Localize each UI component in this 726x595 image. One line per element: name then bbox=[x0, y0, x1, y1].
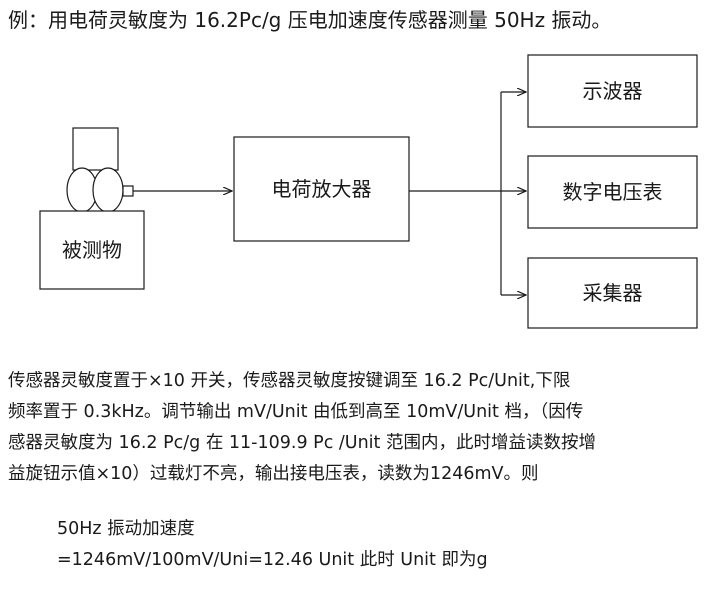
calculation-line: =1246mV/100mV/Uni=12.46 Unit 此时 Unit 即为g bbox=[57, 550, 488, 570]
oscilloscope-box bbox=[527, 54, 698, 128]
measurement-diagram bbox=[39, 54, 698, 329]
calculation-line: 50Hz 振动加速度 bbox=[57, 519, 195, 539]
acquisition-box bbox=[527, 257, 698, 329]
voltmeter-box bbox=[527, 155, 698, 229]
charge-amplifier-label: 电荷放大器 bbox=[271, 177, 372, 201]
sensor-connector bbox=[122, 185, 134, 197]
calculation-block: 50Hz 振动加速度 =1246mV/100mV/Uni=12.46 Unit … bbox=[57, 514, 488, 576]
charge-amplifier-box bbox=[233, 136, 410, 242]
acquisition-label: 采集器 bbox=[582, 281, 643, 305]
measured-object-box bbox=[39, 210, 145, 290]
piezo-element-right bbox=[92, 167, 124, 213]
procedure-paragraph: 传感器灵敏度置于×10 开关，传感器灵敏度按键调至 16.2 Pc/Unit,下… bbox=[8, 366, 720, 490]
paragraph-line: 传感器灵敏度置于×10 开关，传感器灵敏度按键调至 16.2 Pc/Unit,下… bbox=[8, 371, 571, 391]
paragraph-line: 频率置于 0.3kHz。调节输出 mV/Unit 由低到高至 10mV/Unit… bbox=[8, 402, 584, 422]
paragraph-line: 益旋钮示值×10）过载灯不亮，输出接电压表，读数为1246mV。则 bbox=[8, 464, 539, 484]
sensor-mass-block bbox=[72, 127, 119, 171]
paragraph-line: 感器灵敏度为 16.2 Pc/g 在 11-109.9 Pc /Unit 范围内… bbox=[8, 433, 596, 453]
measured-object-label: 被测物 bbox=[62, 238, 122, 262]
voltmeter-label: 数字电压表 bbox=[562, 180, 663, 204]
example-title: 例：用电荷灵敏度为 16.2Pc/g 压电加速度传感器测量 50Hz 振动。 bbox=[8, 8, 612, 32]
oscilloscope-label: 示波器 bbox=[582, 79, 643, 103]
